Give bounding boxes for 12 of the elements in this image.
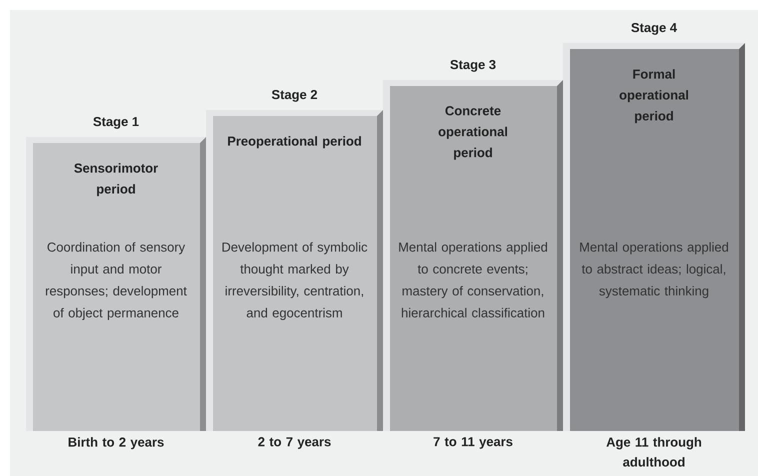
node-label: Stage 4 — [631, 23, 677, 35]
stage-column: Stage 2 Preoperational period Development of symbolic thought marked by irreversibility, centration, and egocentrism — [206, 90, 383, 431]
age-label: 7 to 11 years — [434, 437, 512, 449]
node-label: Stage 1 — [93, 116, 139, 129]
stage-column: Stage 3 Concrete operational period Mental operations applied to concrete events; mastery of conservation, hierarchical classification — [383, 60, 563, 431]
age-label: Age 11 through adulthood — [606, 437, 702, 467]
node-label: Stage 3 — [450, 60, 496, 72]
stage-column: Stage 1 Sensorimotor period Coordination of sensory input and motor responses; development of object permanence — [26, 117, 206, 431]
age-label: Birth to 2 years — [68, 437, 164, 450]
node-label: Stage 2 — [272, 90, 318, 102]
age-label: 2 to 7 years — [258, 437, 331, 449]
stage-column: Stage 4 Formal operational period Mental operations applied to abstract ideas; logical, systematic thinking — [563, 23, 745, 431]
